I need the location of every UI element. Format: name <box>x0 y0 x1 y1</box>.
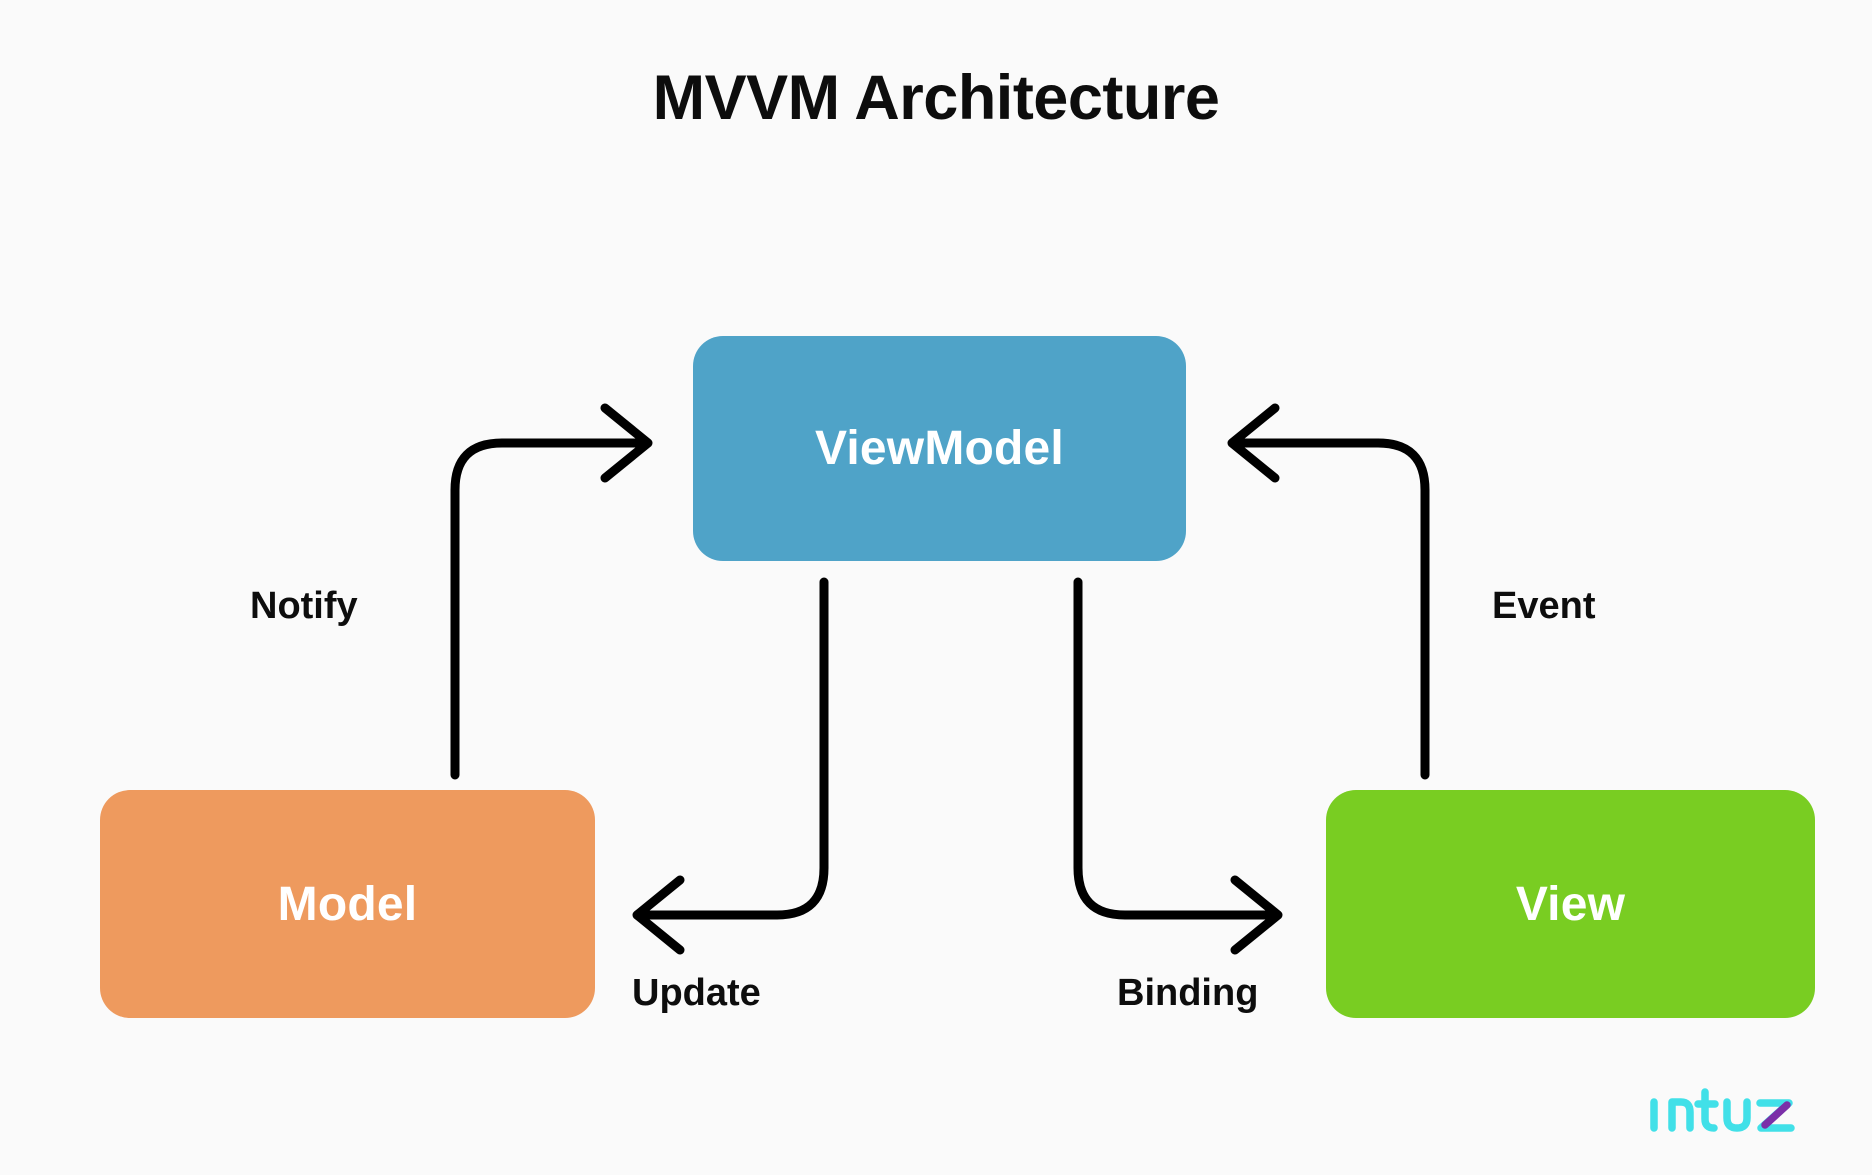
edge-notify-line <box>450 438 650 780</box>
node-model[interactable]: Model <box>100 790 595 1018</box>
edge-update <box>632 577 829 955</box>
edge-label-event: Event <box>1492 585 1596 627</box>
edge-binding <box>1073 577 1283 955</box>
node-view[interactable]: View <box>1326 790 1815 1018</box>
edge-notify <box>450 403 653 780</box>
edge-label-update: Update <box>632 972 761 1014</box>
edge-binding-line <box>1073 577 1280 920</box>
edge-event-line <box>1230 438 1430 780</box>
edge-update-line <box>635 577 829 920</box>
edge-label-notify: Notify <box>250 585 358 627</box>
edge-notify-arrowhead <box>600 403 653 483</box>
edge-event <box>1227 403 1430 780</box>
intuz-logo <box>1650 1088 1795 1132</box>
edge-event-arrowhead <box>1227 403 1280 483</box>
edge-update-arrowhead <box>632 875 685 955</box>
edge-binding-arrowhead <box>1230 875 1283 955</box>
page-title: MVVM Architecture <box>652 63 1220 133</box>
edge-label-binding: Binding <box>1117 972 1259 1014</box>
node-viewmodel[interactable]: ViewModel <box>693 336 1186 561</box>
